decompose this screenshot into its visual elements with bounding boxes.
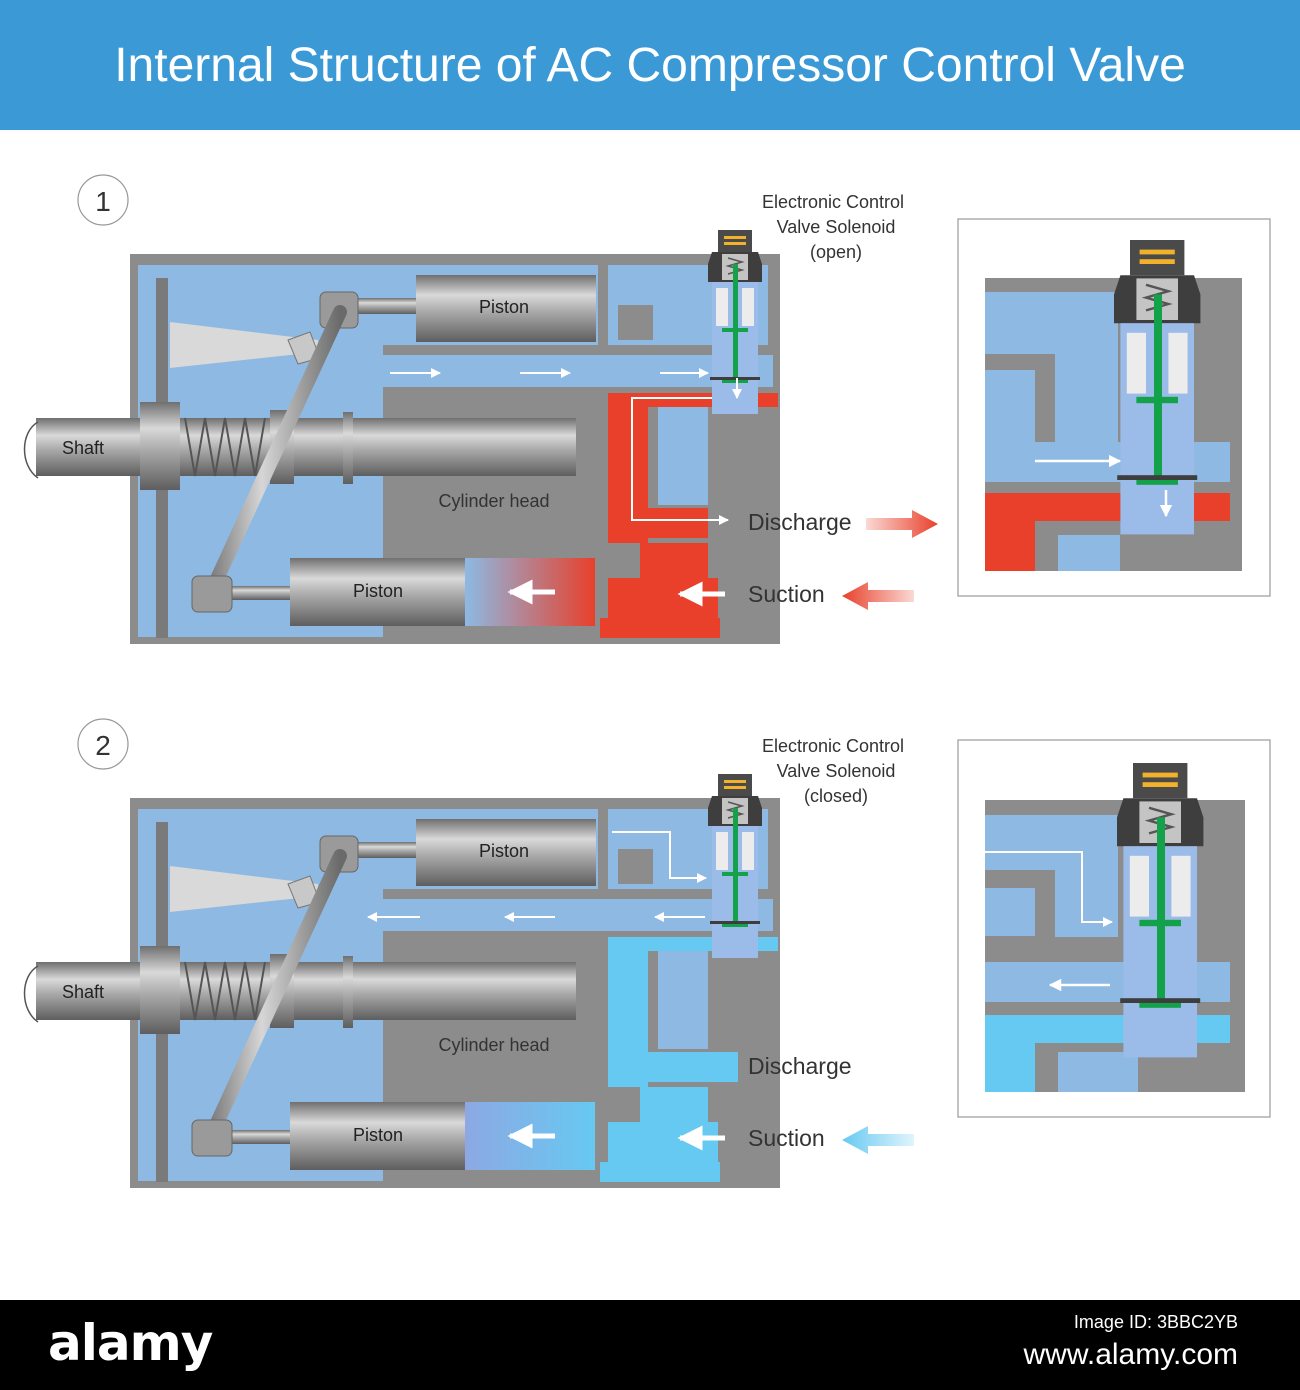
step-number-1: 1 <box>77 174 129 226</box>
valve-detail-2 <box>957 739 1271 1118</box>
title-banner: Internal Structure of AC Compressor Cont… <box>0 0 1300 130</box>
solenoid-label-1-line2: Valve Solenoid <box>777 217 896 237</box>
piston-top-label-2: Piston <box>479 841 529 861</box>
solenoid-valve-2 <box>707 773 763 959</box>
solenoid-label-2-line2: Valve Solenoid <box>777 761 896 781</box>
piston-bottom-1 <box>290 558 465 626</box>
panel-2: 2 Piston Shaft Cy <box>23 718 1271 1188</box>
solenoid-label-1-line1: Electronic Control <box>762 192 904 212</box>
piston-top-1 <box>416 275 596 342</box>
cylinder-head-label-2: Cylinder head <box>438 1035 549 1055</box>
solenoid-label-2-line3: (closed) <box>804 786 868 806</box>
solenoid-label-1-line3: (open) <box>810 242 862 262</box>
svg-text:2: 2 <box>95 730 111 761</box>
discharge-arrow-1 <box>866 510 938 538</box>
discharge-channel-hot <box>465 393 778 638</box>
suction-arrow-1 <box>842 582 914 610</box>
piston-top-2 <box>416 819 596 886</box>
alamy-logo: alamy <box>48 1314 213 1372</box>
discharge-label-2: Discharge <box>748 1053 852 1079</box>
piston-bottom-2 <box>290 1102 465 1170</box>
solenoid-label-2-line1: Electronic Control <box>762 736 904 756</box>
panel-1: 1 Piston <box>23 174 1271 644</box>
suction-label-2: Suction <box>748 1125 825 1151</box>
shaft-label-1: Shaft <box>62 438 104 458</box>
piston-bottom-label-2: Piston <box>353 1125 403 1145</box>
svg-text:1: 1 <box>95 186 111 217</box>
watermark-footer: alamy Image ID: 3BBC2YB www.alamy.com <box>0 1300 1300 1390</box>
solenoid-valve-1 <box>707 229 763 415</box>
step-number-2: 2 <box>77 718 129 770</box>
drive-shaft-1 <box>36 418 576 476</box>
suction-arrow-2 <box>842 1126 914 1154</box>
piston-bottom-label-1: Piston <box>353 581 403 601</box>
piston-top-label-1: Piston <box>479 297 529 317</box>
image-id: Image ID: 3BBC2YB <box>1073 1312 1238 1332</box>
cylinder-head-label-1: Cylinder head <box>438 491 549 511</box>
suction-label-1: Suction <box>748 581 825 607</box>
page-title: Internal Structure of AC Compressor Cont… <box>114 39 1186 92</box>
shaft-label-2: Shaft <box>62 982 104 1002</box>
drive-shaft-2 <box>36 962 576 1020</box>
compressor-diagram: 1 Piston <box>23 174 1271 1188</box>
valve-detail-1 <box>957 218 1271 597</box>
footer-url: www.alamy.com <box>1023 1338 1238 1371</box>
discharge-label-1: Discharge <box>748 509 852 535</box>
